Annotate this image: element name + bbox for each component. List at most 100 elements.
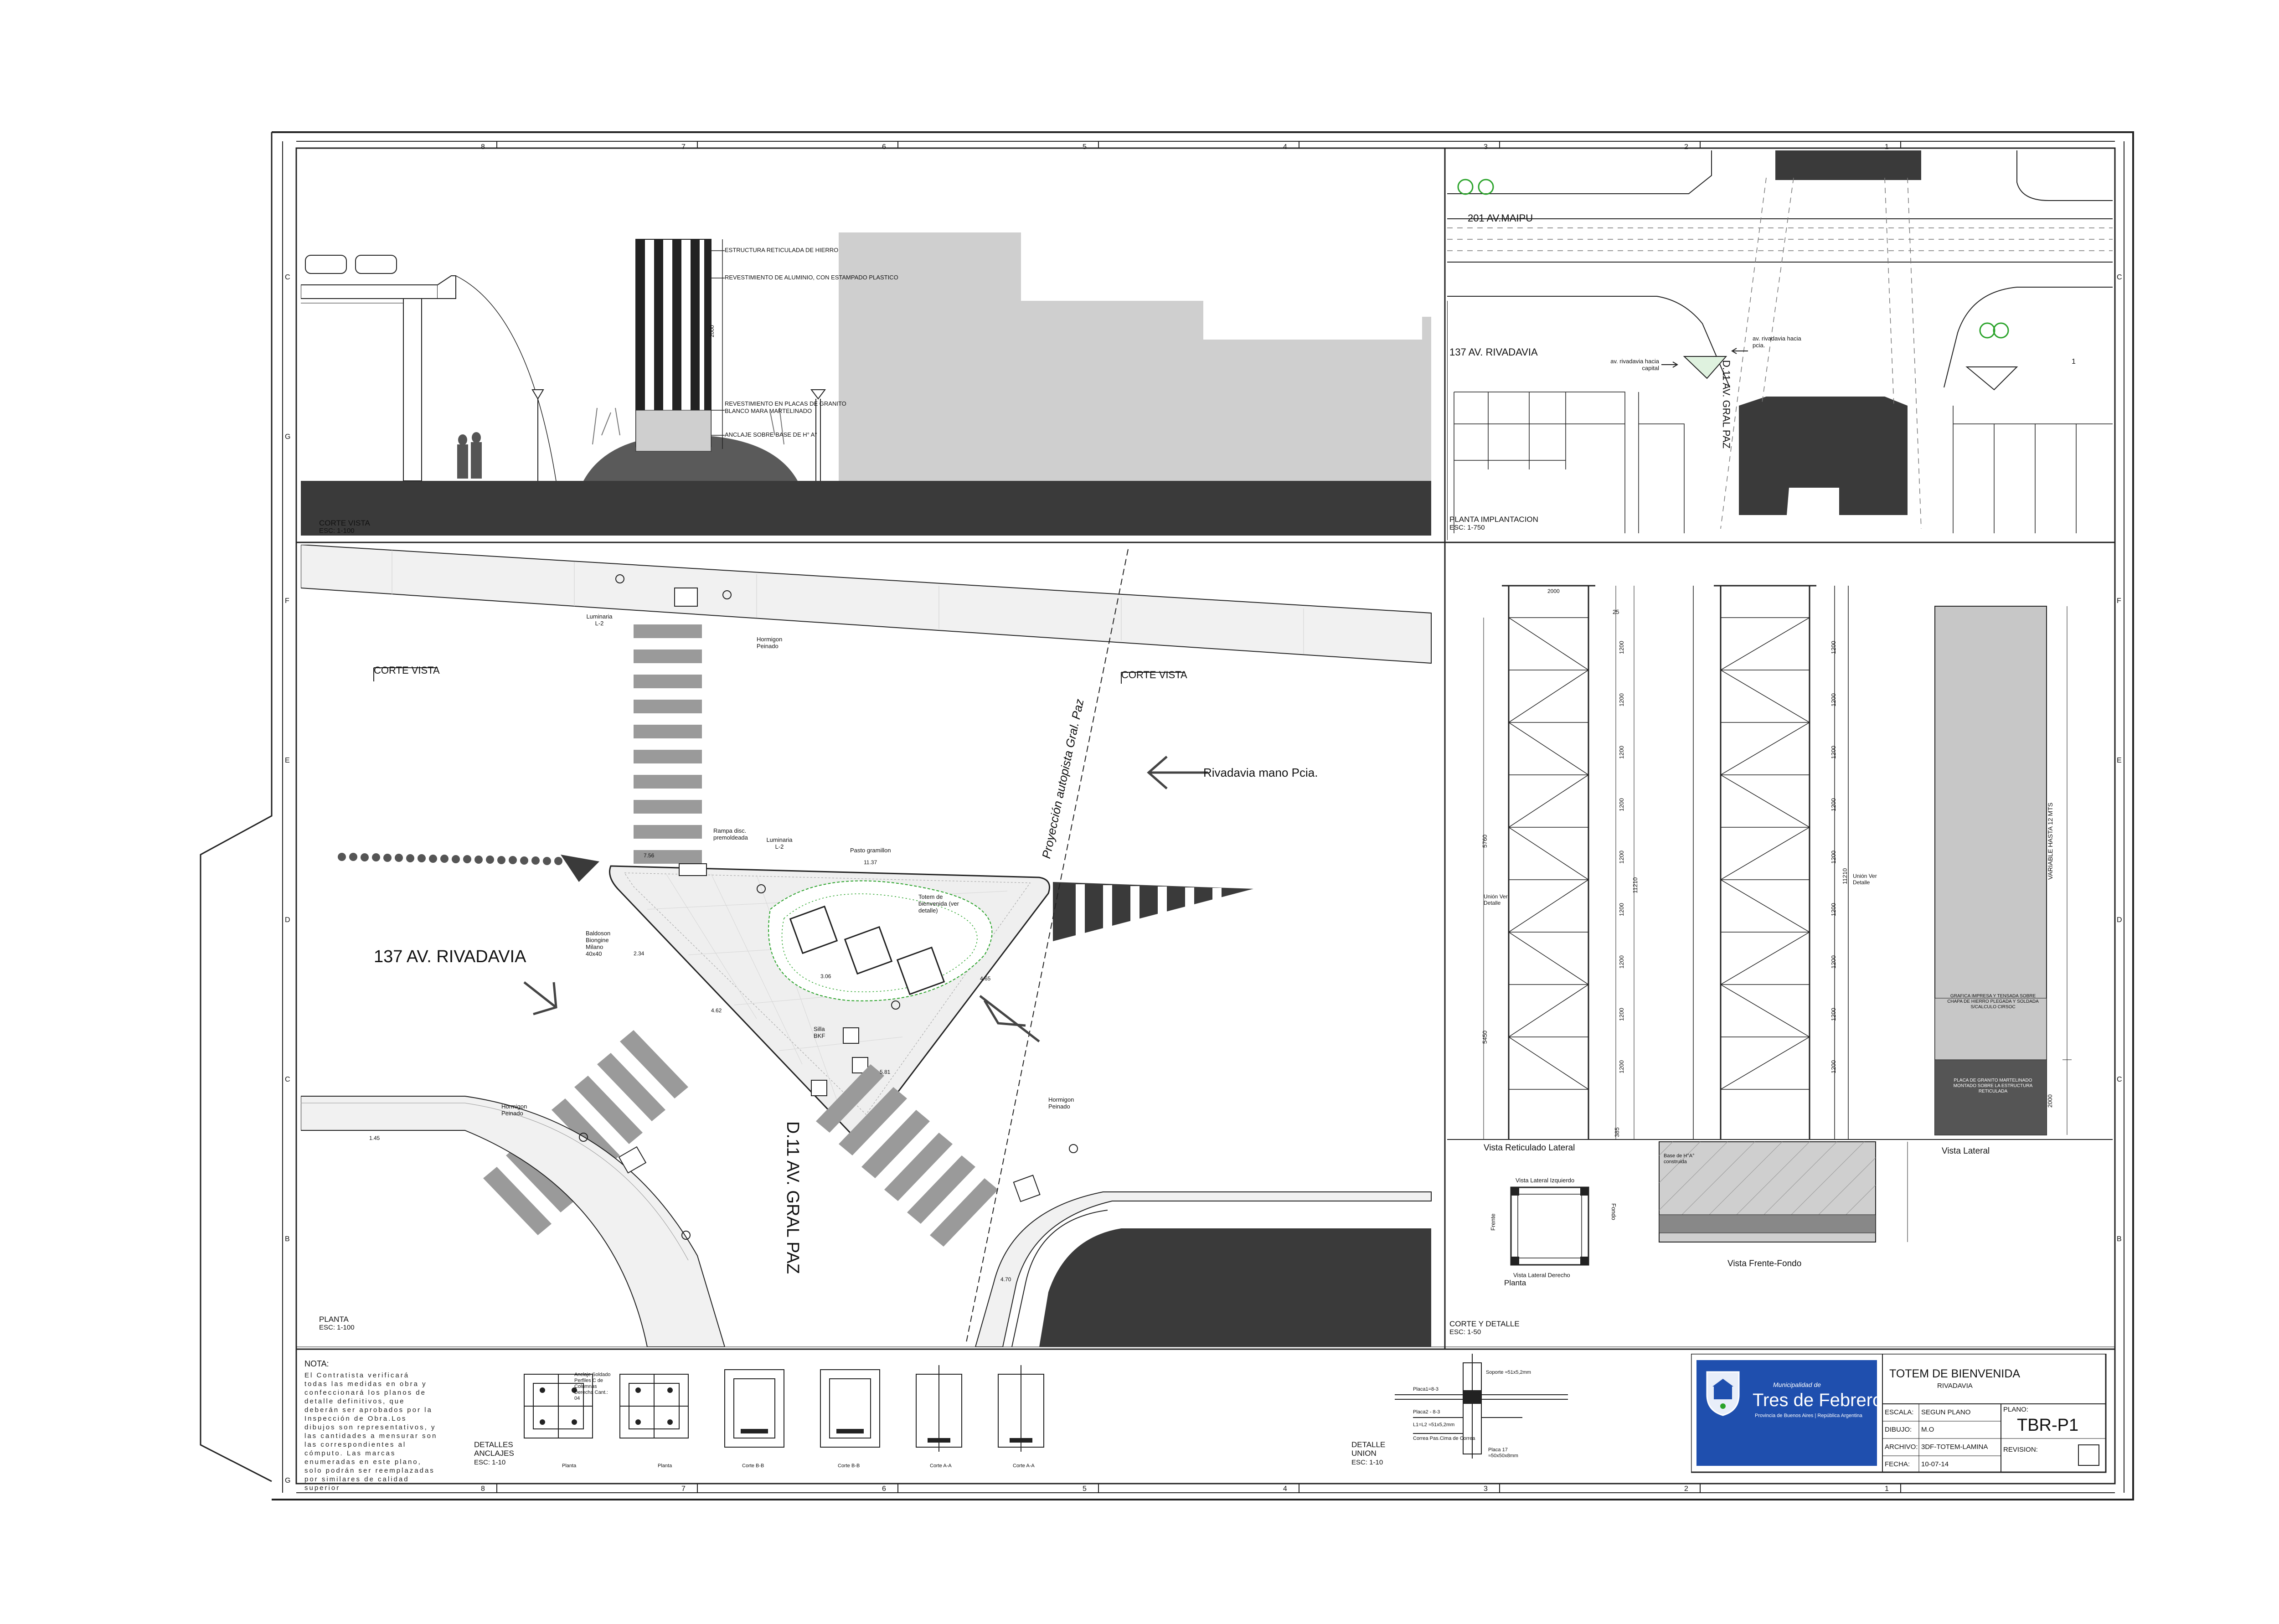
street-label-rivadavia: 137 AV. RIVADAVIA	[374, 947, 526, 966]
dimension-label: 1200	[1618, 641, 1625, 654]
panel-title-implantacion: PLANTA IMPLANTACION	[1449, 515, 1538, 524]
dimension-label: 1200	[1830, 851, 1837, 864]
dimension-label: 5760	[1481, 835, 1488, 848]
title-block-value: M.O	[1921, 1426, 1934, 1433]
dimension-label: 11210	[1841, 868, 1848, 884]
dimension-label: 1200	[1830, 1060, 1837, 1073]
street-label-maipu: 201 AV.MAIPU	[1468, 212, 1533, 224]
grid-number: 4	[1283, 143, 1287, 151]
view-label: Vista Lateral Izquierdo	[1516, 1177, 1575, 1184]
view-label: Vista Reticulado Lateral	[1484, 1143, 1575, 1153]
panel-scale: ESC: 1-100	[319, 527, 355, 535]
dimension-label: 1200	[1830, 693, 1837, 706]
label-totem: Totem de bienvenida (ver detalle)	[918, 893, 959, 914]
label-pasto: Pasto gramillon	[850, 847, 891, 854]
label-grafica: GRAFICA IMPRESA Y TENSADA SOBRE CHAPA DE…	[1947, 994, 2039, 1010]
view-label: Vista Lateral Derecho	[1513, 1272, 1570, 1279]
grid-number: 2	[1684, 1485, 1688, 1493]
grid-letter: B	[2117, 1235, 2122, 1243]
grid-letter: F	[2117, 597, 2121, 605]
label-hormigon: Hormigon Peinado	[1048, 1096, 1074, 1110]
grid-letter: G	[285, 1477, 291, 1485]
mark-label: 1	[2072, 358, 2076, 366]
grid-letter: C	[2117, 1076, 2122, 1083]
annotation-anchor: ANCLAJE SOBRE BASE DE H° A°	[725, 431, 817, 438]
planta-implantacion-drawing	[1447, 150, 2113, 540]
label-silla: Silla BKF	[814, 1026, 825, 1039]
plano-number: TBR-P1	[2017, 1416, 2079, 1435]
dimension-label: 4.70	[1000, 1276, 1011, 1283]
annotation-cladding: REVESTIMIENTO DE ALUMINIO, CON ESTAMPADO…	[725, 274, 898, 281]
grid-letter: D	[285, 916, 290, 924]
dimension-label: 2.34	[634, 950, 645, 957]
section-scale: ESC: 1-10	[474, 1459, 506, 1466]
dimension-label: 1200	[1830, 641, 1837, 654]
union-label: L1=L2 ≈51x5,2mm	[1413, 1422, 1455, 1428]
view-label: Vista Frente-Fondo	[1727, 1259, 1802, 1268]
grid-number: 8	[481, 1485, 485, 1493]
detail-caption: Planta	[658, 1463, 672, 1469]
grid-number: 5	[1083, 1485, 1087, 1493]
union-label: Correa Pas.Cima de Correa	[1413, 1436, 1475, 1441]
street-label-rivadavia: 137 AV. RIVADAVIA	[1449, 346, 1538, 358]
grid-number: 3	[1484, 1485, 1488, 1493]
title-block-label: REVISION:	[2003, 1446, 2038, 1454]
grid-number: 4	[1283, 1485, 1287, 1493]
logo-small-text: Municipalidad de	[1773, 1381, 1821, 1388]
dimension-label: 1.45	[369, 1135, 380, 1141]
project-title: TOTEM DE BIENVENIDA	[1889, 1367, 2021, 1380]
corte-detalle-drawing	[1447, 585, 2113, 1266]
street-label-gral-paz: D.11 AV. GRAL PAZ	[1721, 360, 1732, 449]
dimension-label: 1200	[1830, 955, 1837, 969]
dimension-label: 2000	[1547, 588, 1560, 594]
grid-number: 7	[681, 1485, 686, 1493]
project-location: RIVADAVIA	[1937, 1382, 1973, 1390]
grid-number: 6	[882, 143, 886, 151]
grid-number: 8	[481, 143, 485, 151]
grid-letter: C	[285, 273, 290, 281]
view-label: Frente	[1490, 1213, 1496, 1231]
logo-subtitle: Provincia de Buenos Aires | República Ar…	[1755, 1413, 1862, 1418]
dimension-label: 25	[1613, 608, 1619, 615]
dimension-label: 2000	[2047, 1094, 2053, 1108]
grid-number: 1	[1885, 143, 1889, 151]
label-rampa: Rampa disc. premoldeada	[713, 827, 748, 841]
dimension-label: 1200	[1830, 746, 1837, 759]
section-title-union: DETALLE UNION	[1351, 1440, 1386, 1458]
union-label: Placa2 - 8-3	[1413, 1409, 1440, 1415]
dimension-label: 7.56	[644, 852, 655, 859]
title-block-label: PLANO:	[2003, 1406, 2029, 1413]
detail-caption: Corte A-A	[1013, 1463, 1035, 1469]
view-label: Planta	[1504, 1279, 1526, 1287]
section-scale: ESC: 1-10	[1351, 1459, 1383, 1466]
view-label: Fondo	[1610, 1203, 1617, 1220]
panel-scale: ESC: 1-100	[319, 1324, 355, 1331]
dimension-label: 1200	[1618, 693, 1625, 706]
dimension-label: 11.37	[864, 859, 877, 866]
union-label: Soporte ≈51x5,2mm	[1486, 1370, 1531, 1375]
grid-letter: E	[2117, 757, 2122, 764]
grid-letter: G	[285, 433, 291, 441]
label-variable: VARIABLE HASTA 12 MTS	[2047, 802, 2054, 880]
dimension-label: 1200	[1618, 903, 1625, 916]
dimension-label: 4.62	[711, 1007, 722, 1014]
union-label: Placa1=8-3	[1413, 1387, 1439, 1392]
detalles-anclajes-drawing	[524, 1365, 1044, 1452]
title-block-frame	[1691, 1354, 2107, 1473]
annotation-structure: ESTRUCTURA RETICULADA DE HIERRO	[725, 247, 839, 253]
title-block-value: 3DF-TOTEM-LAMINA	[1921, 1443, 1988, 1451]
panel-scale: ESC: 1-50	[1449, 1328, 1481, 1336]
label-hormigon: Hormigon Peinado	[757, 636, 783, 650]
grid-letter: D	[2117, 916, 2122, 924]
dimension-label: 5.81	[880, 1069, 891, 1075]
dimension-label: 1200	[1830, 798, 1837, 811]
label-base: Base de H°A° construida	[1664, 1153, 1695, 1165]
panel-title-corte-vista: CORTE VISTA	[319, 519, 370, 527]
grid-number: 2	[1684, 143, 1688, 151]
grid-number: 7	[681, 143, 686, 151]
street-label-gral-paz: D.11 AV. GRAL PAZ	[783, 1121, 802, 1274]
section-title-anclajes: DETALLES ANCLAJES	[474, 1440, 514, 1458]
detail-caption: Corte B-B	[742, 1463, 764, 1469]
dimension-label: 1200	[1618, 1008, 1625, 1021]
